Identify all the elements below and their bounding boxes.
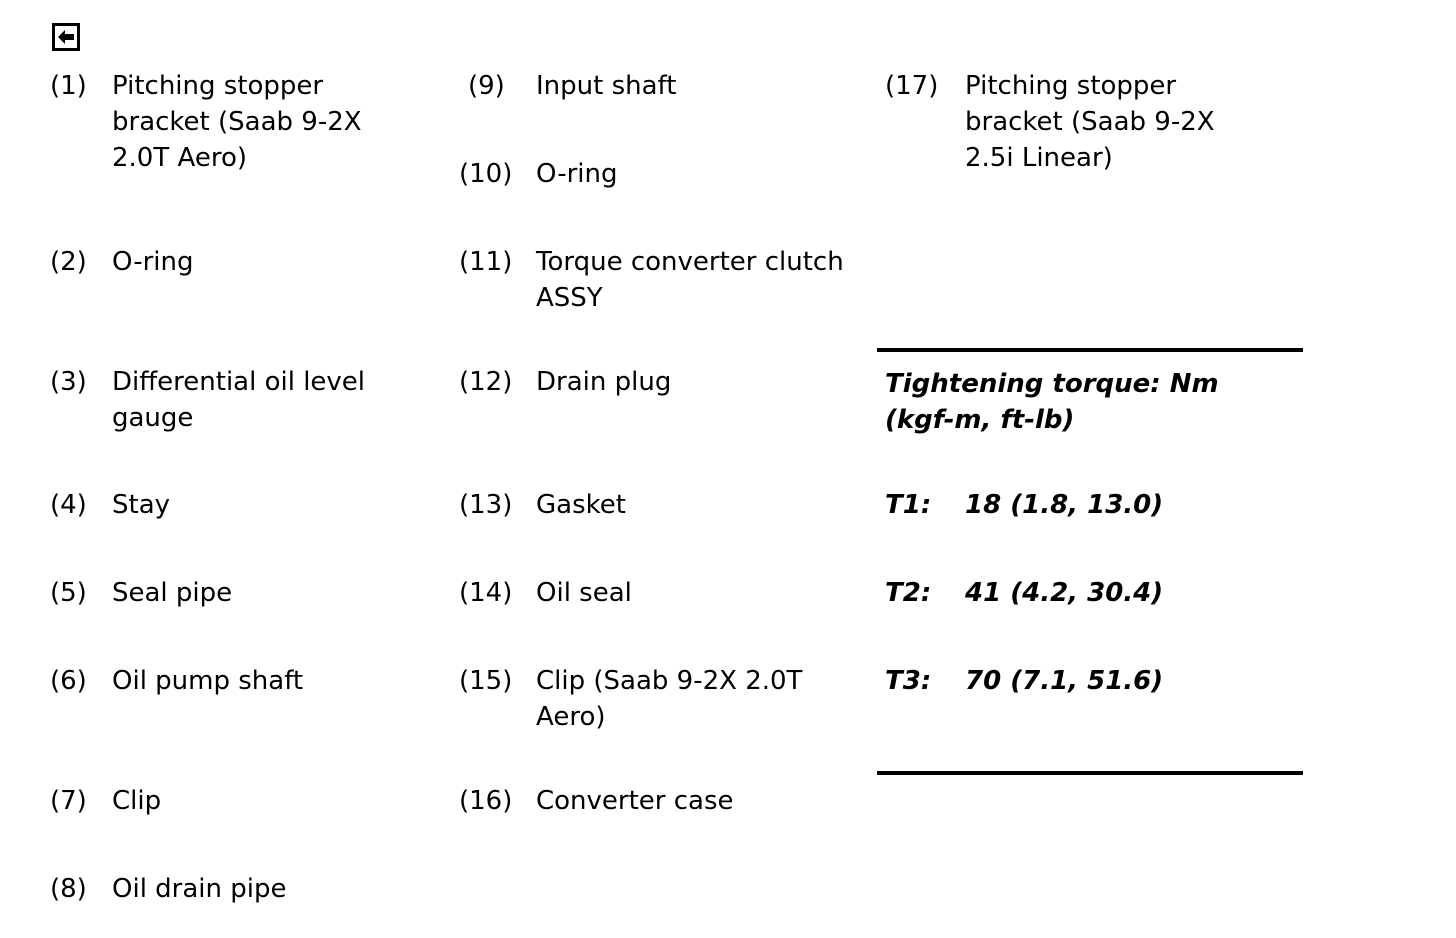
legend-item-number: (5)	[50, 578, 87, 608]
legend-item-number: (6)	[50, 666, 87, 696]
legend-item-label: Clip (Saab 9-2X 2.0T Aero)	[536, 666, 811, 732]
legend-item: (7) Clip	[50, 783, 402, 819]
torque-key: T3:	[885, 666, 932, 696]
legend-item-label: O-ring	[536, 159, 618, 189]
legend-item-number: (15)	[459, 666, 513, 696]
torque-heading: Tightening torque: Nm (kgf-m, ft-lb)	[885, 369, 1219, 435]
legend-item-number: (14)	[459, 578, 513, 608]
legend-item-label: Pitching stopper bracket (Saab 9-2X 2.0T…	[112, 71, 370, 173]
legend-item: (12) Drain plug	[459, 364, 851, 400]
legend-item-label: Oil drain pipe	[112, 874, 287, 904]
torque-key: T1:	[885, 490, 932, 520]
legend-item-number: (16)	[459, 786, 513, 816]
legend-item-number: (4)	[50, 490, 87, 520]
legend-item-label: Oil seal	[536, 578, 632, 608]
legend-item: (6) Oil pump shaft	[50, 663, 402, 699]
legend-item: (9) Input shaft	[459, 68, 851, 104]
legend-item: (13) Gasket	[459, 487, 851, 523]
back-arrow-icon[interactable]	[52, 23, 80, 51]
legend-item: (15) Clip (Saab 9-2X 2.0T Aero)	[459, 663, 851, 735]
legend-item: (10) O-ring	[459, 156, 851, 192]
legend-item-number: (9)	[468, 71, 505, 101]
legend-item: (1) Pitching stopper bracket (Saab 9-2X 2…	[50, 68, 402, 176]
legend-item: (4) Stay	[50, 487, 402, 523]
torque-row: T3: 70 (7.1, 51.6)	[885, 663, 1163, 699]
torque-row: T1: 18 (1.8, 13.0)	[885, 487, 1163, 523]
legend-item: (8) Oil drain pipe	[50, 871, 402, 907]
legend-item-label: Converter case	[536, 786, 734, 816]
legend-item-number: (17)	[885, 71, 939, 101]
legend-item: (17) Pitching stopper bracket (Saab 9-2X …	[885, 68, 1265, 176]
torque-value: 70 (7.1, 51.6)	[965, 666, 1164, 696]
legend-item: (16) Converter case	[459, 783, 851, 819]
torque-rule-top	[877, 348, 1303, 352]
torque-value: 41 (4.2, 30.4)	[965, 578, 1164, 608]
legend-item-label: Clip	[112, 786, 162, 816]
torque-rule-bottom	[877, 771, 1303, 775]
legend-item-label: Pitching stopper bracket (Saab 9-2X 2.5i…	[965, 71, 1223, 173]
legend-item-label: Stay	[112, 490, 171, 520]
legend-item-number: (2)	[50, 247, 87, 277]
legend-item-label: Gasket	[536, 490, 626, 520]
legend-item-number: (1)	[50, 71, 87, 101]
legend-item-label: Torque converter clutch ASSY	[536, 247, 852, 313]
legend-item-label: Input shaft	[536, 71, 677, 101]
legend-item-number: (13)	[459, 490, 513, 520]
torque-row: T2: 41 (4.2, 30.4)	[885, 575, 1163, 611]
torque-spec-block	[877, 348, 1303, 352]
legend-item: (2) O-ring	[50, 244, 402, 280]
legend-item-label: Seal pipe	[112, 578, 233, 608]
legend-item-label: O-ring	[112, 247, 194, 277]
back-arrow-glyph	[58, 30, 74, 44]
legend-item: (5) Seal pipe	[50, 575, 402, 611]
legend-item-number: (11)	[459, 247, 513, 277]
legend-item-label: Oil pump shaft	[112, 666, 304, 696]
torque-key: T2:	[885, 578, 932, 608]
legend-item-number: (3)	[50, 367, 87, 397]
legend-item-label: Drain plug	[536, 367, 672, 397]
legend-item-label: Differential oil level gauge	[112, 367, 374, 433]
legend-item-number: (7)	[50, 786, 87, 816]
legend-item: (11) Torque converter clutch ASSY	[459, 244, 851, 316]
torque-value: 18 (1.8, 13.0)	[965, 490, 1164, 520]
legend-item: (3) Differential oil level gauge	[50, 364, 402, 436]
legend-item: (14) Oil seal	[459, 575, 851, 611]
legend-item-number: (8)	[50, 874, 87, 904]
legend-item-number: (12)	[459, 367, 513, 397]
legend-item-number: (10)	[459, 159, 513, 189]
